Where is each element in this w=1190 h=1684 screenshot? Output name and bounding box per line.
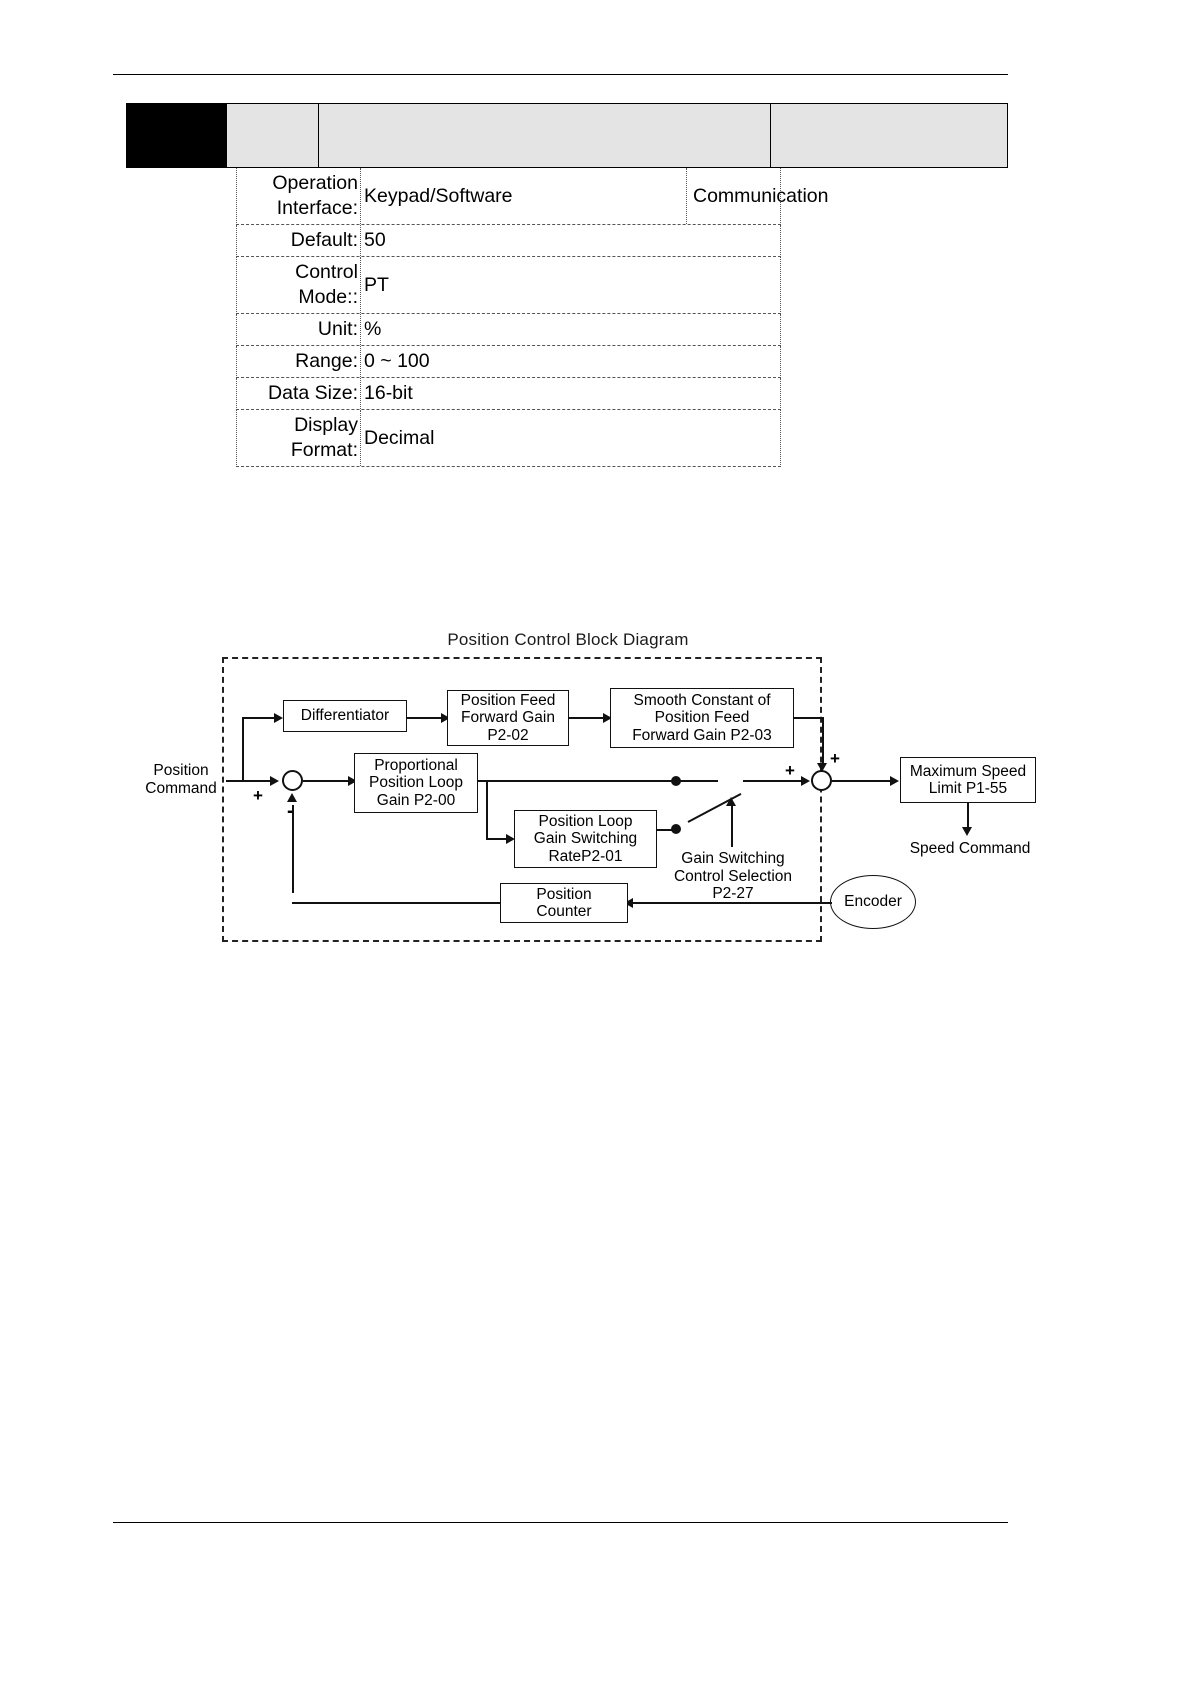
- block-position-loop-gain-switching-rate: Position Loop Gain Switching RateP2-01: [514, 810, 657, 868]
- line-differentiator-to-pffg: [407, 717, 445, 719]
- spec-label-range: Range:: [237, 346, 361, 377]
- position-control-block-diagram: Position Control Block Diagram Position …: [130, 625, 1040, 955]
- line-max-speed-down: [967, 803, 969, 831]
- diagram-title: Position Control Block Diagram: [447, 630, 689, 649]
- line-smooth-down: [822, 717, 824, 767]
- block-differentiator: Differentiator: [283, 700, 407, 732]
- spec-row-display-format: Display Format: Decimal: [236, 410, 781, 467]
- spec-value-operation-interface: Keypad/Software Communication: [361, 168, 828, 224]
- block-smooth-constant-position-feed-forward-gain: Smooth Constant of Position Feed Forward…: [610, 688, 794, 748]
- header-cell-description: [318, 103, 770, 168]
- spec-label-default: Default:: [237, 225, 361, 256]
- spec-value-control-mode: PT: [364, 273, 389, 296]
- spec-rows: Operation Interface: Keypad/Software Com…: [236, 168, 828, 467]
- spec-value-keypad-software: Keypad/Software: [364, 184, 513, 207]
- sign-sum2-plus-top: +: [830, 749, 840, 768]
- block-position-feed-forward-gain: Position Feed Forward Gain P2-02: [447, 690, 569, 746]
- spec-label-data-size: Data Size:: [237, 378, 361, 409]
- spec-row-control-mode: Control Mode:: PT: [236, 257, 781, 314]
- position-command-label: Position Command: [145, 762, 217, 797]
- line-branch-to-switching-rate: [486, 838, 510, 840]
- line-sum2-to-max-speed: [832, 780, 894, 782]
- spec-label-unit: Unit:: [237, 314, 361, 345]
- line-branch-to-differentiator: [242, 717, 278, 719]
- line-smooth-to-right: [794, 717, 824, 719]
- arrow-smooth-into-sum2: [817, 763, 827, 772]
- diagram-dashed-boundary: [222, 657, 822, 942]
- parameter-table: Operation Interface: Keypad/Software Com…: [126, 103, 1008, 467]
- summing-junction-2: [811, 770, 832, 791]
- line-switch-to-sum2: [743, 780, 805, 782]
- line-feedback-up-to-sum: [292, 805, 294, 893]
- block-encoder: Encoder: [830, 875, 916, 929]
- line-position-counter-feedback: [292, 902, 500, 904]
- header-cell-extra: [770, 103, 1008, 168]
- header-cell-name: [226, 103, 318, 168]
- line-proportional-top-path: [478, 780, 718, 782]
- arrow-max-speed-down: [962, 827, 972, 836]
- line-branch-up: [242, 717, 244, 781]
- line-gain-switching-selection: [731, 805, 733, 847]
- block-maximum-speed-limit: Maximum Speed Limit P1-55: [900, 757, 1036, 803]
- line-proportional-down-branch: [486, 780, 488, 840]
- arrow-differentiator-to-pffg: [441, 713, 450, 723]
- arrow-sum-to-proportional: [348, 776, 357, 786]
- sign-sum2-plus-left: +: [785, 761, 795, 780]
- block-position-counter: Position Counter: [500, 883, 628, 923]
- spec-value-unit: %: [364, 318, 382, 340]
- arrow-to-switching-rate: [506, 834, 515, 844]
- header-cell-code: [126, 103, 226, 168]
- block-proportional-position-loop-gain: Proportional Position Loop Gain P2-00: [354, 753, 478, 813]
- table-header-row: [126, 103, 1008, 168]
- arrow-encoder-to-position-counter: [624, 898, 633, 908]
- line-pffg-to-smooth: [569, 717, 607, 719]
- spec-row-default: Default: 50: [236, 225, 781, 257]
- arrow-feedback-into-sum: [287, 793, 297, 802]
- arrow-to-differentiator: [274, 713, 283, 723]
- sign-sum1-minus: -: [287, 800, 294, 822]
- summing-junction-1: [282, 770, 303, 791]
- spec-value-data-size: 16-bit: [364, 382, 413, 404]
- footer-rule: [113, 1522, 1008, 1523]
- line-input-to-sum: [226, 780, 274, 782]
- node-dot-top-path: [671, 776, 681, 786]
- spec-value-display-format: Decimal: [364, 426, 435, 449]
- spec-row-unit: Unit: %: [236, 314, 781, 346]
- spec-value-range: 0 ~ 100: [364, 350, 430, 372]
- arrow-gain-switching-selection: [726, 797, 736, 806]
- sign-sum1-plus: +: [253, 786, 263, 805]
- line-switching-rate-out: [657, 829, 677, 831]
- gain-switching-control-selection-label: Gain Switching Control Selection P2-27: [673, 850, 793, 902]
- arrow-sum2-to-max-speed: [890, 776, 899, 786]
- spec-value-communication: Communication: [686, 168, 828, 224]
- node-dot-switching-rate: [671, 824, 681, 834]
- spec-label-control-mode: Control Mode::: [237, 257, 361, 313]
- header-rule: [113, 74, 1008, 75]
- spec-value-default: 50: [364, 229, 386, 251]
- spec-label-operation-interface: Operation Interface:: [237, 168, 361, 224]
- spec-row-data-size: Data Size: 16-bit: [236, 378, 781, 410]
- arrow-switch-into-sum2: [801, 776, 810, 786]
- spec-row-operation-interface: Operation Interface: Keypad/Software Com…: [236, 168, 828, 225]
- line-encoder-to-position-counter: [628, 902, 832, 904]
- arrow-pffg-to-smooth: [603, 713, 612, 723]
- spec-row-range: Range: 0 ~ 100: [236, 346, 781, 378]
- speed-command-label: Speed Command: [909, 840, 1031, 857]
- spec-label-display-format: Display Format:: [237, 410, 361, 466]
- arrow-input-to-sum: [270, 776, 279, 786]
- line-sum-to-proportional: [303, 780, 351, 782]
